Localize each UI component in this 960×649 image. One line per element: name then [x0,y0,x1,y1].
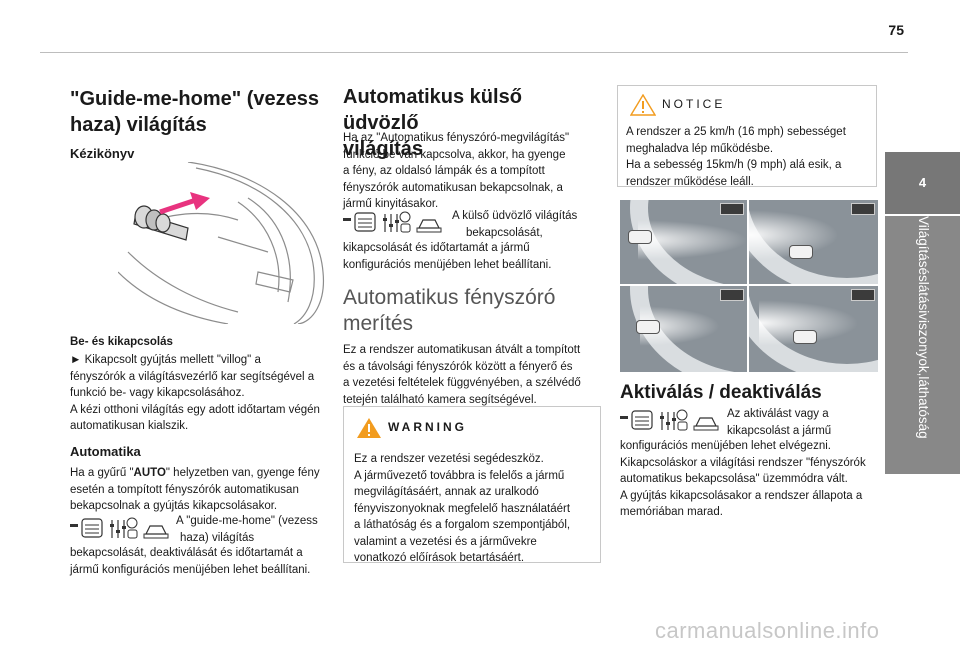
config-icons [343,210,443,241]
watermark[interactable]: carmanualsonline.info [655,618,880,643]
activation-config-text: Az aktiválást vagy a kikapcsolást a járm… [727,406,877,439]
welcome-line: a fény, az oldalsó lámpák és a tompított [343,165,545,177]
warning-line: valamint a vezetési és a járművekre [354,535,537,548]
notice-line: rendszer működése leáll. [626,175,754,188]
headlamp-menu-icon [70,517,169,539]
illustration-panel [749,286,878,372]
warning-line: vonatkozó előírások betartásáért. [354,552,525,564]
dipping-line: Ez a rendszer automatikusan átvált a tom… [343,344,581,356]
auto-line: " helyzetben van, gyenge fény [165,467,320,479]
activation-text: konfigurációs menüjében lehet elvégezni.… [620,438,878,521]
auto-line: esetén a tompított fényszórók automatiku… [70,483,299,496]
welcome-line: funkció be van kapcsolva, akkor, ha gyen… [343,148,566,161]
section-guide-me-home-title: "Guide-me-home" (vezess haza) világítás [70,86,330,138]
activation-line: A gyújtás kikapcsolásakor a rendszer áll… [620,489,863,502]
headlamp-menu-icon [620,409,719,431]
chapter-number: 4 [918,175,927,190]
onoff-line: A kézi otthoni világítás egy adott időta… [70,403,320,416]
warning-line: fényviszonyoknak megfelelő használatáért [354,502,571,515]
notice-box: NOTICE A rendszer a 25 km/h (16 mph) seb… [617,85,877,190]
warning-text: Ez a rendszer vezetési segédeszköz. A já… [354,451,594,567]
auto-heading: Automatika [70,444,141,459]
activation-title: Aktiválás / deaktiválás [620,382,822,403]
notice-line: A rendszer a 25 km/h (16 mph) sebességet [626,126,846,138]
notice-text: A rendszer a 25 km/h (16 mph) sebességet… [626,124,872,190]
activation-line: memóriában marad. [620,506,723,518]
illustration-panel [620,286,747,372]
page-number: 75 [888,22,904,38]
auto-line: haza) világítás [180,531,255,544]
warning-box: WARNING Ez a rendszer vezetési segédeszk… [343,406,601,564]
dipping-line: és a távolsági fényszórók között a fénye… [343,360,573,373]
title-line1: "Guide-me-home" (vezess [70,88,320,110]
headlamp-dipping-illustration [620,200,878,372]
welcome-line: bekapcsolását, [466,226,543,239]
section-welcome-lighting-title: Automatikus külső üdvözlő világítás [343,84,601,162]
title-line1: Automatikus külső üdvözlő [343,86,522,134]
welcome-config-text: A külső üdvözlő világítás bekapcsolását, [452,208,602,241]
activation-line: Kikapcsoláskor a világítási rendszer "fé… [620,456,866,469]
config-icons [70,516,170,547]
auto-text: Ha a gyűrű "AUTO" helyzetben van, gyenge… [70,465,330,515]
notice-label: NOTICE [662,97,726,111]
warning-triangle-icon [357,418,381,438]
onoff-line: ► Kikapcsolt gyújtás mellett "villog" a [70,354,261,366]
header-divider [40,52,908,53]
notice-triangle-icon [630,94,656,116]
dipping-line: a vezetési feltételek függvényében, a sz… [343,377,581,389]
title-line2: haza) világítás [70,114,207,136]
welcome-line: A külső üdvözlő világítás [452,210,578,222]
warning-line: megvilágításáért, annak az uralkodó [354,486,539,498]
notice-line: meghaladva lép működésbe. [626,142,774,155]
chapter-tab-number[interactable]: 4 [885,152,960,214]
lighting-stalk-illustration [118,162,325,324]
dipping-line: tetején található kamera segítségével. [343,393,537,406]
onoff-text: ► Kikapcsolt gyújtás mellett "villog" a … [70,352,330,435]
onoff-line: funkció be- vagy kikapcsolásához. [70,387,245,399]
auto-keyword: AUTO [133,467,166,479]
headlamp-menu-icon [343,211,442,233]
auto-text-end: bekapcsolását, deaktiválását és időtarta… [70,545,330,578]
title-line1: Automatikus fényszóró [343,286,556,309]
chapter-tab-label: Világításéslátásiviszonyok,láthatóság [916,216,931,439]
manual-heading: Kézikönyv [70,146,135,161]
warning-label: WARNING [388,420,467,434]
auto-dipping-text: Ez a rendszer automatikusan átvált a tom… [343,342,601,408]
auto-line: A "guide-me-home" (vezess [176,515,318,527]
illustration-panel [620,200,747,284]
title-line2: merítés [343,312,414,335]
onoff-line: automatikusan kialszik. [70,420,189,432]
auto-line: bekapcsolását, deaktiválását és időtarta… [70,547,303,559]
config-icons [620,408,720,439]
auto-config-text: A "guide-me-home" (vezess haza) világítá… [176,513,331,546]
notice-line: Ha a sebesség 15km/h (9 mph) alá esik, a [626,159,842,171]
welcome-text-end: kikapcsolását és időtartamát a jármű kon… [343,240,601,273]
warning-line: A járművezető továbbra is felelős a járm… [354,469,565,482]
onoff-line: fényszórók a világításvezérlő kar segíts… [70,370,315,383]
auto-line: Ha a gyűrű " [70,467,134,479]
warning-line: Ez a rendszer vezetési segédeszköz. [354,453,544,465]
activation-line: kikapcsolást a jármű [727,424,832,437]
title-line2: világítás [343,138,424,160]
welcome-text: Ha az "Automatikus fényszóró-megvilágítá… [343,130,601,213]
section-auto-dipping-title: Automatikus fényszóró merítés [343,285,601,337]
chapter-tab[interactable]: Világításéslátásiviszonyok,láthatóság [885,216,960,474]
illustration-panel [749,200,878,284]
welcome-line: Ha az "Automatikus fényszóró-megvilágítá… [343,132,570,144]
auto-line: bekapcsolnak a gyújtás kikapcsolásakor. [70,500,278,512]
auto-line: jármű konfigurációs menüjében lehet beál… [70,563,311,576]
welcome-line: konfigurációs menüjében lehet beállítani… [343,258,552,271]
onoff-heading: Be- és kikapcsolás [70,336,173,348]
welcome-line: jármű kinyitásakor. [343,198,439,210]
welcome-line: kikapcsolását és időtartamát a jármű [343,242,530,254]
welcome-line: fényszórók automatikusan bekapcsolnak, a [343,181,563,194]
activation-line: Az aktiválást vagy a [727,408,829,420]
activation-line: konfigurációs menüjében lehet elvégezni. [620,440,831,452]
activation-line: automatikus bekapcsolása" üzemmódra vált… [620,473,848,485]
warning-line: a láthatóság és a forgalom szempontjából… [354,519,571,531]
